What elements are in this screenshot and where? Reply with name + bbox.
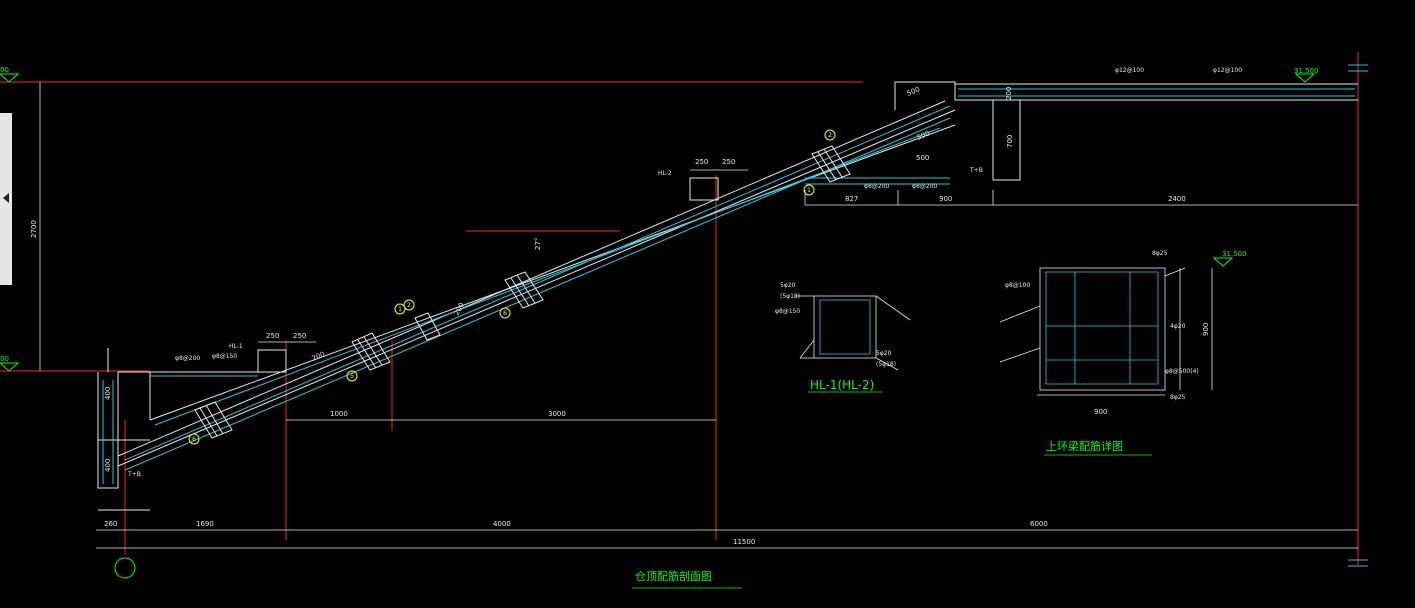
level-triangle-icon (0, 73, 20, 83)
dim-hl2-250b: 250 (722, 158, 735, 166)
dim-260: 260 (104, 520, 117, 528)
svg-text:φ8@500(4): φ8@500(4) (1165, 368, 1199, 375)
rebar-tags: HL-1 HL-2 φ8@200 φ8@150 φ12@100 φ12@100 … (127, 67, 1242, 478)
dim-700: 700 (1006, 135, 1014, 148)
side-panel-collapse-tab[interactable] (0, 113, 12, 285)
tag-bar-c: φ12@100 (1115, 67, 1144, 74)
dim-1000: 1000 (330, 410, 348, 418)
bar-marker (188, 433, 200, 445)
stirrup-groups (194, 145, 851, 439)
section-title: 仓顶配筋剖面图 (635, 569, 712, 583)
svg-text:(5φ18): (5φ18) (876, 361, 896, 368)
stirrup-group (811, 145, 851, 183)
slab-bottom-face (149, 124, 956, 421)
stirrup-group (194, 401, 233, 439)
bar-marker (824, 129, 836, 141)
svg-text:5φ20: 5φ20 (780, 282, 796, 289)
svg-text:φ8@100: φ8@100 (1005, 282, 1030, 289)
collapse-arrow-icon (3, 193, 9, 203)
dimension-texts: 260 1690 4000 6000 11500 1000 3000 2700 … (30, 85, 1210, 546)
svg-text:φ8@150: φ8@150 (775, 308, 800, 315)
left-support-outline (97, 372, 119, 489)
svg-text:6: 6 (192, 436, 196, 443)
dim-2700: 2700 (30, 220, 38, 238)
tag-hl2: HL-2 (658, 170, 672, 177)
stirrup-group (351, 332, 391, 371)
dim-827: 827 (845, 195, 858, 203)
dim-400a: 400 (104, 387, 112, 400)
svg-text:(5φ18): (5φ18) (780, 293, 800, 300)
level-left-mid: 00 (0, 355, 9, 363)
level-ring-beam: 31.500 (1222, 250, 1247, 258)
bar-markers (188, 129, 836, 445)
dim-hl1-250b: 250 (293, 332, 306, 340)
dim-hl1-250a: 250 (266, 332, 279, 340)
dim-2400: 2400 (1168, 195, 1186, 203)
svg-text:5: 5 (350, 373, 354, 380)
stirrup-group (504, 271, 544, 309)
slab-outline (97, 81, 1358, 511)
svg-text:6: 6 (503, 310, 507, 317)
bar-marker (403, 299, 415, 311)
dim-3000: 3000 (548, 410, 566, 418)
level-triangle-icon (1294, 73, 1316, 83)
dim-4000: 4000 (493, 520, 511, 528)
dim-500c: 500 (916, 154, 929, 162)
grid-lines (0, 52, 1359, 565)
bar-marker (499, 307, 511, 319)
hl-detail (795, 295, 911, 371)
ring-beam-detail (999, 267, 1186, 391)
dim-500a: 500 (906, 85, 921, 98)
svg-text:8φ25: 8φ25 (1170, 394, 1186, 401)
svg-text:2: 2 (407, 302, 411, 309)
ring-beam-outline (1039, 267, 1166, 391)
tag-bar-b: φ8@150 (212, 353, 237, 360)
dim-ring-900h: 900 (1202, 323, 1210, 336)
ring-beam-title: 上环梁配筋详图 (1046, 439, 1123, 453)
dim-ring-900w: 900 (1094, 408, 1107, 416)
tag-bar-f: φ8@200 (912, 183, 937, 190)
svg-text:2: 2 (828, 132, 832, 139)
bar-marker (803, 184, 815, 196)
hl-detail-outline (813, 295, 877, 359)
dim-11500: 11500 (733, 538, 755, 546)
bar-marker (346, 370, 358, 382)
level-top-right: 31.500 (1294, 67, 1319, 75)
dim-hl2-250a: 250 (695, 158, 708, 166)
level-left-top: 00 (0, 66, 9, 74)
ring-beam-tags: 8φ25 φ8@100 4φ20 φ8@500(4) 8φ25 (1005, 250, 1199, 401)
svg-text:1: 1 (398, 306, 402, 313)
level-markers: 00 00 31.500 31.500 (0, 64, 1368, 567)
svg-text:1: 1 (807, 187, 811, 194)
tag-bar-a: φ8@200 (175, 355, 200, 362)
tag-hl1: HL-1 (229, 343, 243, 350)
slab-top-face (117, 109, 956, 467)
hl-detail-title: HL-1(HL-2) (810, 378, 874, 392)
dim-angle: 27° (534, 238, 542, 250)
level-triangle-icon (1212, 257, 1234, 267)
hl-detail-tags: 5φ20 (5φ18) φ8@150 5φ20 (5φ18) (775, 282, 896, 368)
top-rebar (124, 105, 951, 461)
dim-1690: 1690 (196, 520, 214, 528)
dim-6000: 6000 (1030, 520, 1048, 528)
svg-text:8φ25: 8φ25 (1152, 250, 1168, 257)
dim-200-upper: 200 (1005, 87, 1013, 100)
tag-bar-e: φ8@200 (864, 183, 889, 190)
dim-400b: 400 (104, 459, 112, 472)
rebar (102, 88, 1355, 484)
svg-text:4φ20: 4φ20 (1170, 323, 1186, 330)
dimension-lines (39, 82, 1358, 549)
dim-900: 900 (939, 195, 952, 203)
tag-note-right: T+B (969, 167, 983, 174)
tag-note-left: T+B (127, 471, 141, 478)
svg-text:5φ20: 5φ20 (876, 350, 892, 357)
slab-top-face-2 (117, 100, 946, 457)
tag-bar-d: φ12@100 (1213, 67, 1242, 74)
bar-marker (394, 303, 406, 315)
level-triangle-icon (0, 362, 20, 372)
bar-marker-labels: 6 5 1 2 6 2 1 (192, 132, 832, 443)
axis-bubble-icon (114, 557, 136, 579)
